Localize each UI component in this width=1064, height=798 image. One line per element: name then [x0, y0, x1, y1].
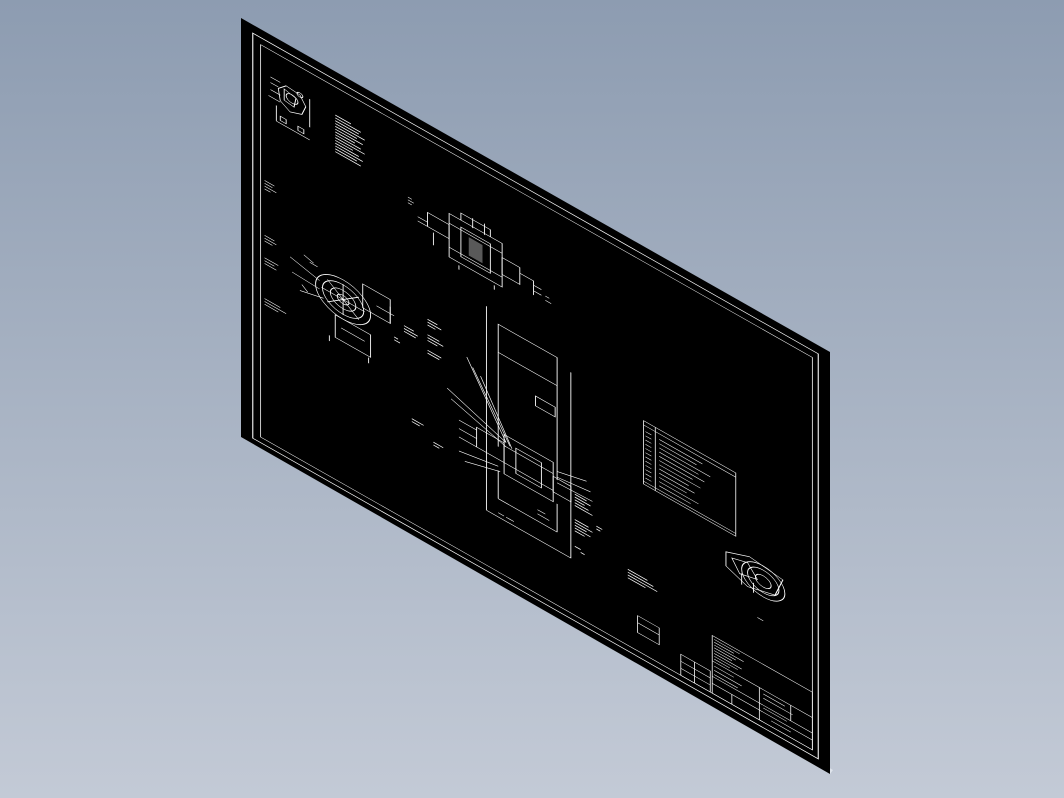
isometric-part-view	[725, 551, 786, 622]
drawing-linework	[252, 32, 819, 760]
detail-view-top-center	[407, 196, 552, 304]
notes-block-lower-center	[411, 418, 603, 556]
detail-view-top-left	[268, 76, 311, 141]
notes-block-middle	[394, 318, 444, 361]
main-assembly-view	[446, 306, 593, 559]
inner-border	[260, 44, 813, 751]
parts-list-table	[643, 420, 737, 537]
detail-view-left-middle	[264, 180, 395, 364]
title-block	[637, 615, 813, 751]
notes-block-top	[335, 114, 365, 167]
general-notes	[627, 568, 658, 593]
outer-border	[252, 32, 819, 760]
